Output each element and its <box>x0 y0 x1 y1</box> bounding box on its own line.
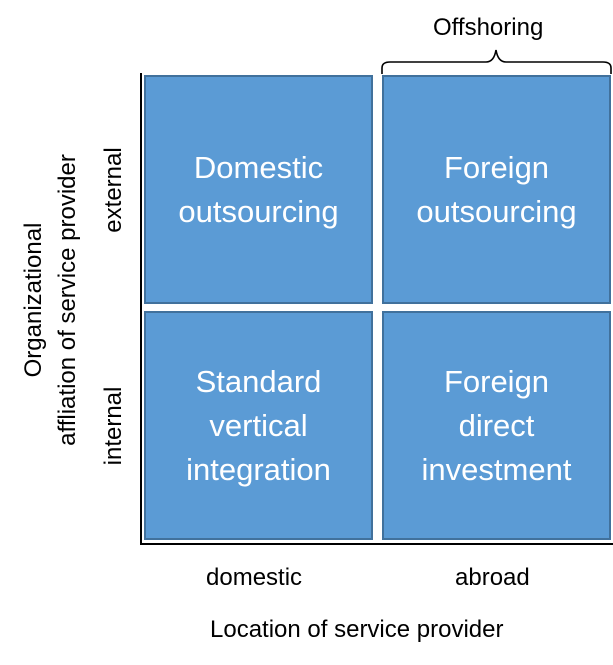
cell-text-line: integration <box>186 451 331 487</box>
cell-text-line: outsourcing <box>416 193 577 229</box>
y-axis-line <box>140 73 142 545</box>
offshoring-label: Offshoring <box>433 14 544 41</box>
row-label-external: external <box>100 147 127 233</box>
cell-text-line: direct <box>458 407 535 443</box>
cell-text-line: investment <box>421 451 572 487</box>
x-axis-title: Location of service provider <box>210 616 504 643</box>
cell-foreign-direct-investment: Foreign direct investment <box>382 311 611 540</box>
column-label-abroad: abroad <box>455 564 530 591</box>
cell-domestic-outsourcing: Domestic outsourcing <box>144 75 373 304</box>
column-label-domestic: domestic <box>206 564 303 591</box>
offshoring-brace <box>381 49 612 74</box>
cell-foreign-outsourcing: Foreign outsourcing <box>382 75 611 304</box>
x-axis-line <box>140 543 613 545</box>
cell-text-line: Foreign <box>443 149 550 185</box>
cell-text-line: outsourcing <box>178 193 339 229</box>
cell-text-line: Standard <box>195 363 322 399</box>
row-label-internal: internal <box>100 386 127 466</box>
y-axis-title: Organizational affliation of service pro… <box>17 154 85 446</box>
cell-text-line: vertical <box>209 407 308 443</box>
cell-text-line: Foreign <box>443 363 550 399</box>
cell-text-line: Domestic <box>193 149 324 185</box>
y-axis-title-line: affliation of service provider <box>54 154 81 446</box>
y-axis-title-line: Organizational <box>20 222 47 378</box>
cell-standard-vertical-integration: Standard vertical integration <box>144 311 373 540</box>
